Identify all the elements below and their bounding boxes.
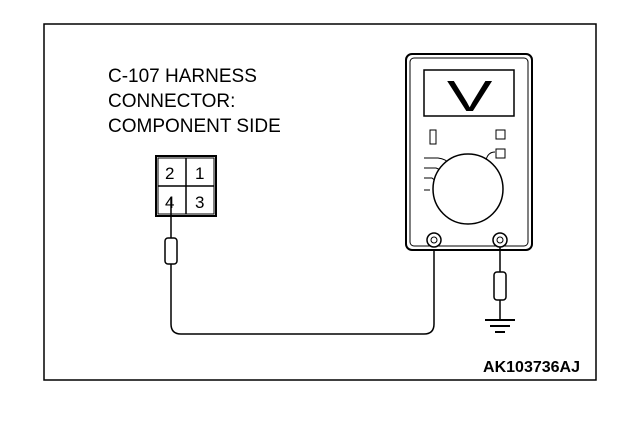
pin-label: 2 <box>165 164 174 183</box>
meter-display <box>423 69 515 117</box>
pin-label: 1 <box>195 164 204 183</box>
test-probe-icon <box>164 198 178 272</box>
figure-reference-code: AK103736AJ <box>483 359 580 376</box>
pin-label: 4 <box>165 193 174 212</box>
ground-icon <box>485 319 515 333</box>
test-lead-wire <box>170 244 435 335</box>
connector-label-line-1: C-107 HARNESS <box>108 66 257 87</box>
diagram-frame <box>43 23 597 381</box>
harness-connector: 2 1 4 3 <box>155 155 217 217</box>
multimeter-icon: V <box>405 53 533 251</box>
connector-label-line-2: CONNECTOR: <box>108 91 235 112</box>
connector-label-line-3: COMPONENT SIDE <box>108 116 281 137</box>
meter-display-symbol: V <box>447 72 493 121</box>
pin-label: 3 <box>195 193 204 212</box>
selector-dial <box>432 153 504 225</box>
ground-lead <box>493 247 507 320</box>
